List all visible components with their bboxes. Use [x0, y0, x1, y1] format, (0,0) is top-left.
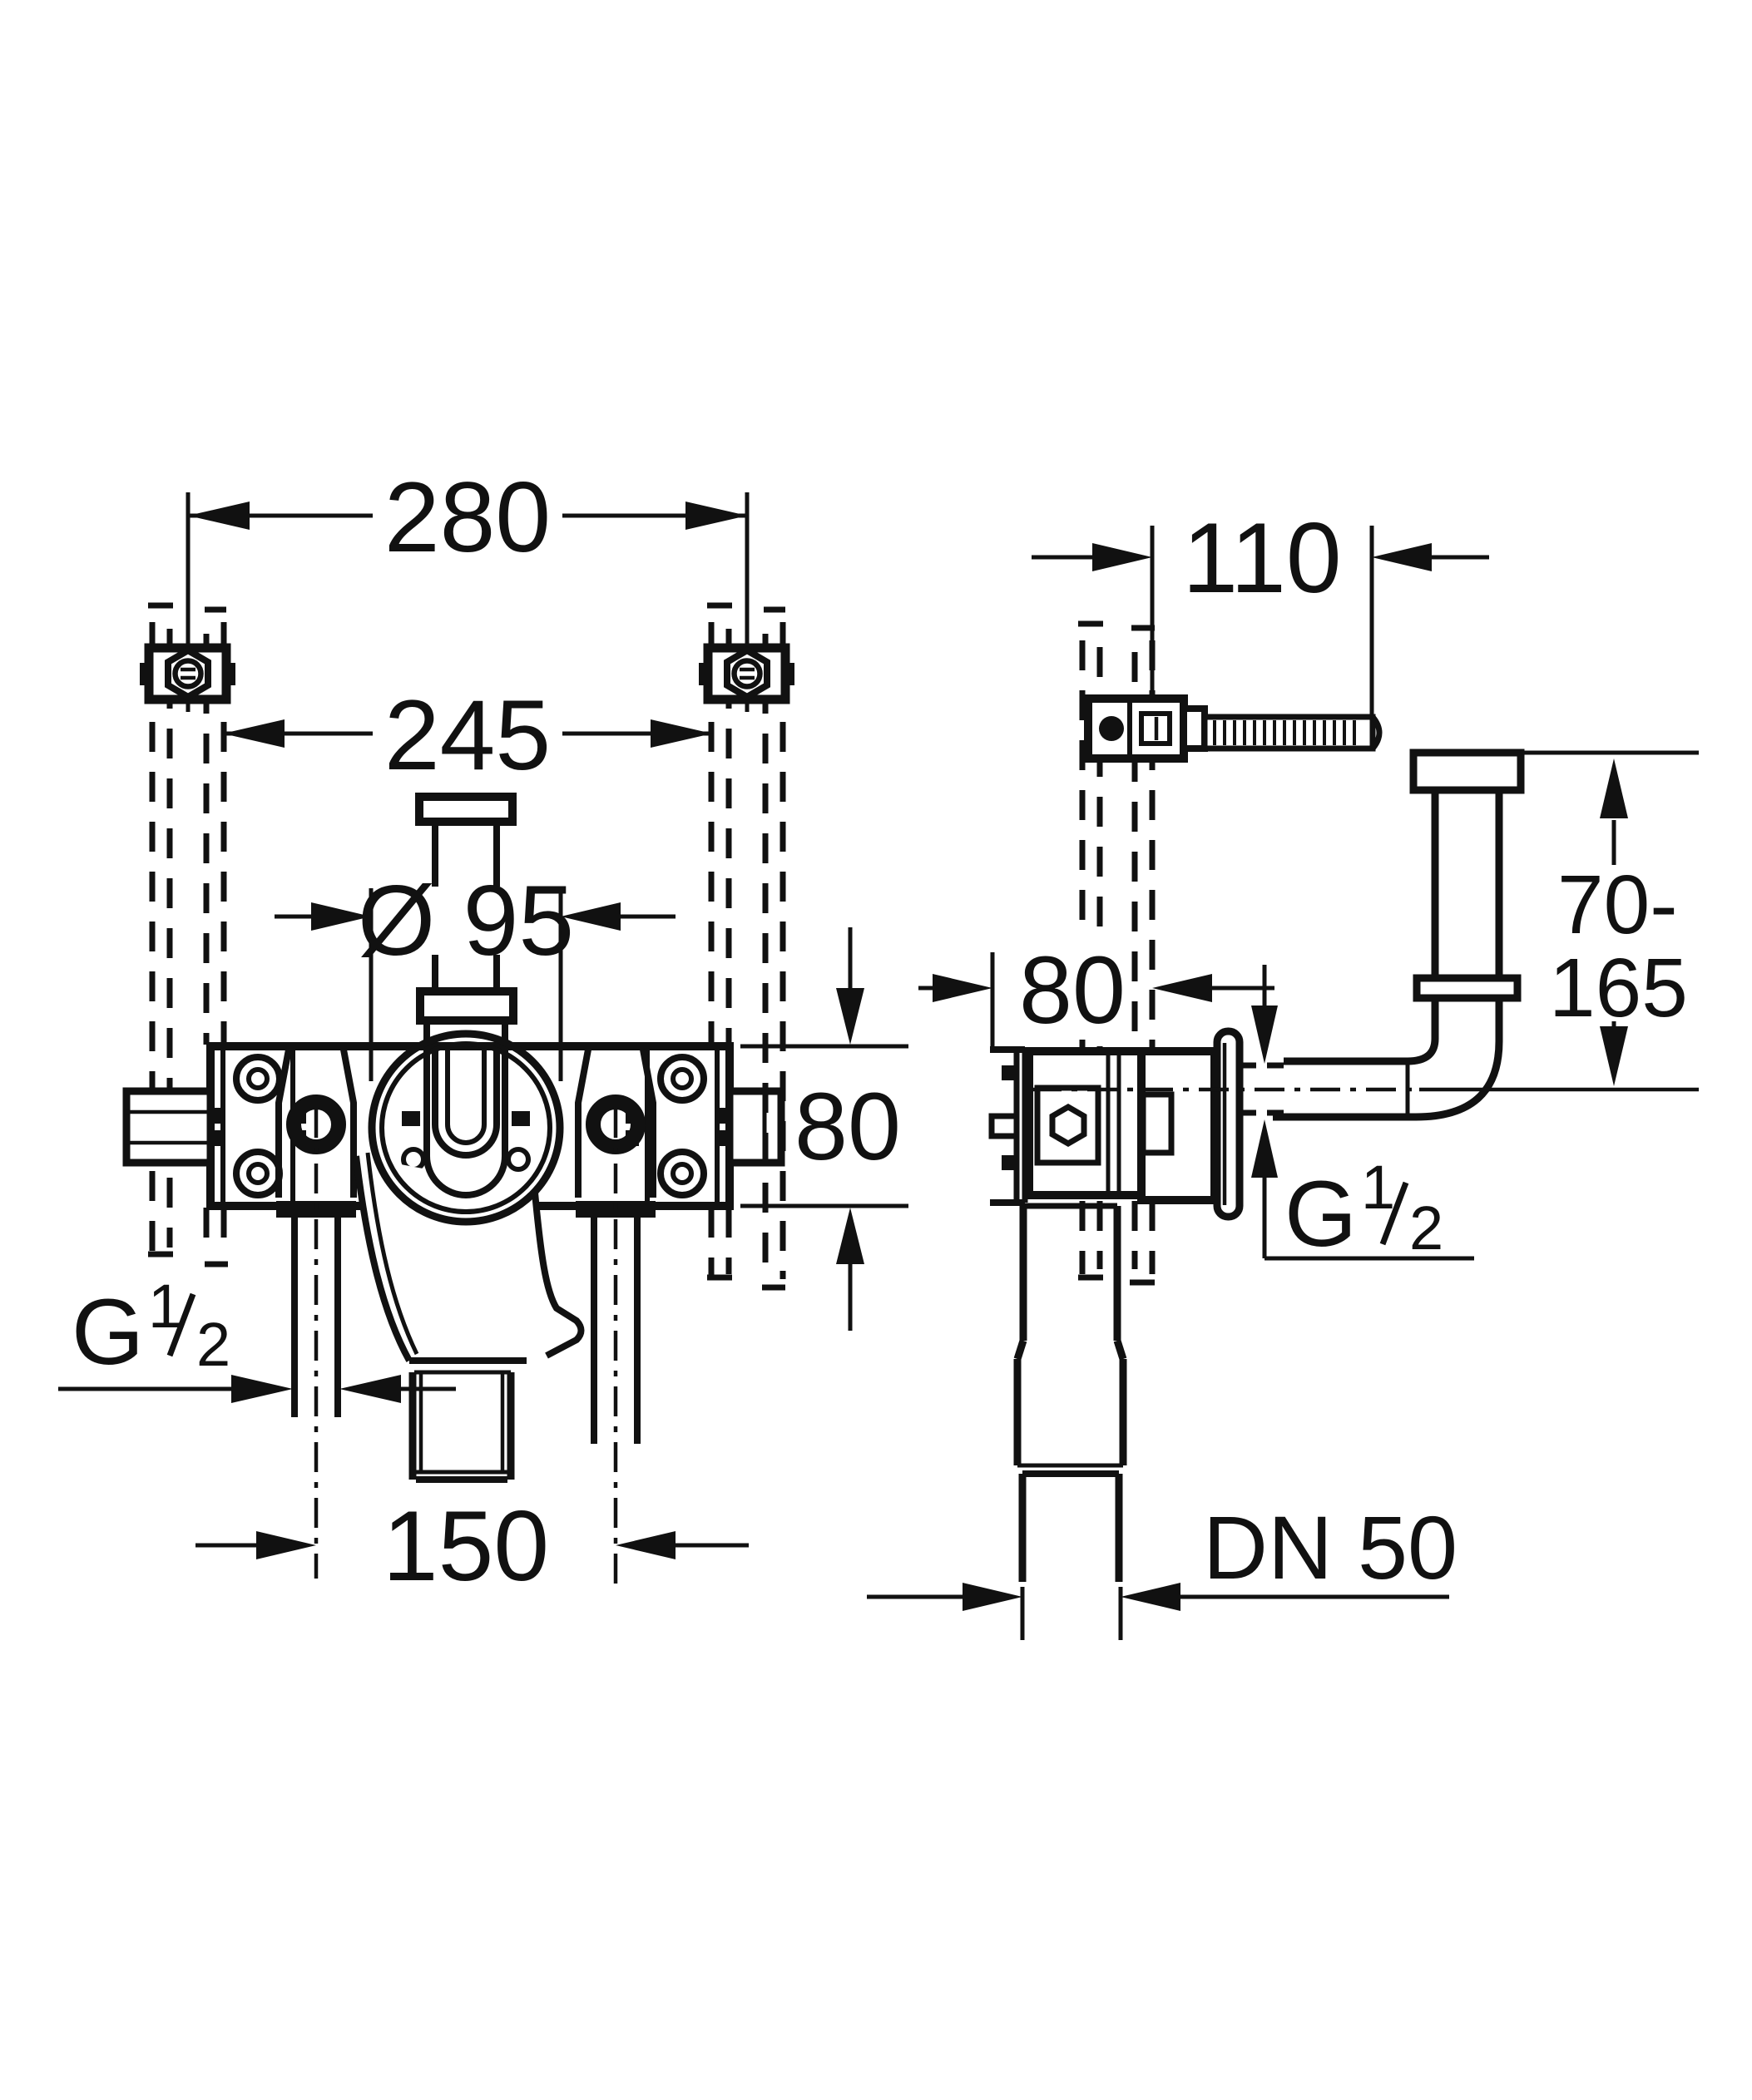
right-port	[725, 1087, 785, 1167]
dim-diameter-label: Ø 95	[358, 865, 574, 976]
thread-denominator: 2	[196, 1310, 230, 1379]
hidden-pipe-left-hooks	[148, 602, 228, 1267]
dim-80-side-label: 80	[1019, 937, 1126, 1044]
arrow-left-icon	[616, 1531, 676, 1559]
hidden-pipe-right-hooks	[707, 602, 785, 1291]
mounting-bracket-right	[699, 492, 794, 712]
rosette-circle	[368, 1030, 564, 1226]
dim-70-165: 70- 165	[1524, 750, 1699, 1086]
thread-label-front: G 1 2	[58, 1272, 456, 1403]
pipe-clamp	[1084, 694, 1383, 763]
dim-80-front: 80	[740, 927, 908, 1331]
front-view: 280 245 Ø 95 80	[58, 462, 908, 1602]
thread-numerator: 1	[148, 1272, 182, 1341]
dim-110: 110	[1032, 502, 1489, 717]
valve-right	[506, 1049, 656, 1218]
dim-dn50-label: DN 50	[1203, 1497, 1458, 1598]
dim-110-label: 110	[1182, 502, 1341, 614]
arrow-up-icon	[1251, 1119, 1278, 1178]
arrow-down-icon	[836, 988, 864, 1045]
arrow-left-icon	[188, 502, 250, 530]
tap-connector	[415, 793, 517, 1045]
dim-range-second-label: 165	[1549, 941, 1688, 1035]
dim-280-label: 280	[384, 462, 551, 573]
dim-245: 245	[223, 679, 712, 791]
supply-connections	[291, 1108, 641, 1589]
dim-range-first-label: 70-	[1557, 858, 1678, 951]
dim-280: 280	[188, 462, 747, 573]
dim-150-label: 150	[383, 1490, 549, 1602]
clamp-bolt	[988, 1113, 1020, 1139]
arrow-right-icon	[256, 1531, 316, 1559]
wall-body-side	[988, 1027, 1244, 1221]
arrow-up-icon	[1600, 758, 1628, 818]
clamp-screw-icon	[1099, 716, 1124, 741]
arrow-down-icon	[1600, 1026, 1628, 1086]
thread-g-label: G	[72, 1280, 144, 1384]
arrow-left-icon	[561, 902, 621, 931]
arrow-left-icon	[1121, 1583, 1180, 1611]
thread-denominator: 2	[1409, 1193, 1443, 1262]
arrow-right-icon	[933, 974, 992, 1002]
arrow-right-icon	[231, 1375, 293, 1403]
bracket-screw	[731, 658, 763, 689]
arrow-down-icon	[1251, 1006, 1278, 1064]
thread-numerator: 1	[1361, 1153, 1395, 1222]
arrow-right-icon	[963, 1583, 1022, 1611]
body-hex-nut	[1049, 1103, 1087, 1148]
arrow-left-icon	[1152, 974, 1212, 1002]
fraction-slash-icon	[166, 1292, 196, 1357]
hidden-pipe-right-outer	[762, 622, 786, 1279]
dim-245-label: 245	[384, 679, 551, 791]
arrow-right-icon	[651, 719, 712, 748]
arrow-up-icon	[836, 1208, 864, 1264]
arrow-left-icon	[1372, 543, 1432, 571]
wall-flange-side	[1213, 1027, 1244, 1221]
riser-top-flange	[1409, 749, 1525, 794]
arrow-left-icon	[223, 719, 285, 748]
elbow-pipe	[1032, 749, 1699, 1121]
riser-union-flange	[1413, 974, 1522, 1002]
dim-80-side: 80	[918, 937, 1274, 1046]
dim-80-front-label: 80	[794, 1074, 901, 1180]
drain-pipe	[1013, 1203, 1127, 1582]
bracket-screw	[172, 658, 204, 689]
side-view: 110 80 70- 165 G	[867, 502, 1699, 1640]
tap-flange-upper	[415, 793, 517, 826]
thread-g-label: G	[1284, 1162, 1357, 1266]
left-port	[122, 1087, 215, 1167]
clamp-strap	[1201, 714, 1376, 752]
fraction-slash-icon	[1379, 1181, 1409, 1246]
arrow-left-icon	[339, 1375, 401, 1403]
tap-flange-lower	[416, 987, 517, 1025]
arrow-right-icon	[1092, 543, 1152, 571]
arrow-right-icon	[685, 502, 747, 530]
thread-label-side: G 1 2	[1251, 965, 1474, 1266]
dim-diameter-95: Ø 95	[275, 865, 676, 1081]
dim-dn50: DN 50	[867, 1497, 1458, 1640]
mounting-bracket-left	[140, 492, 235, 712]
arrow-right-icon	[311, 902, 371, 931]
dim-150: 150	[195, 1490, 749, 1602]
